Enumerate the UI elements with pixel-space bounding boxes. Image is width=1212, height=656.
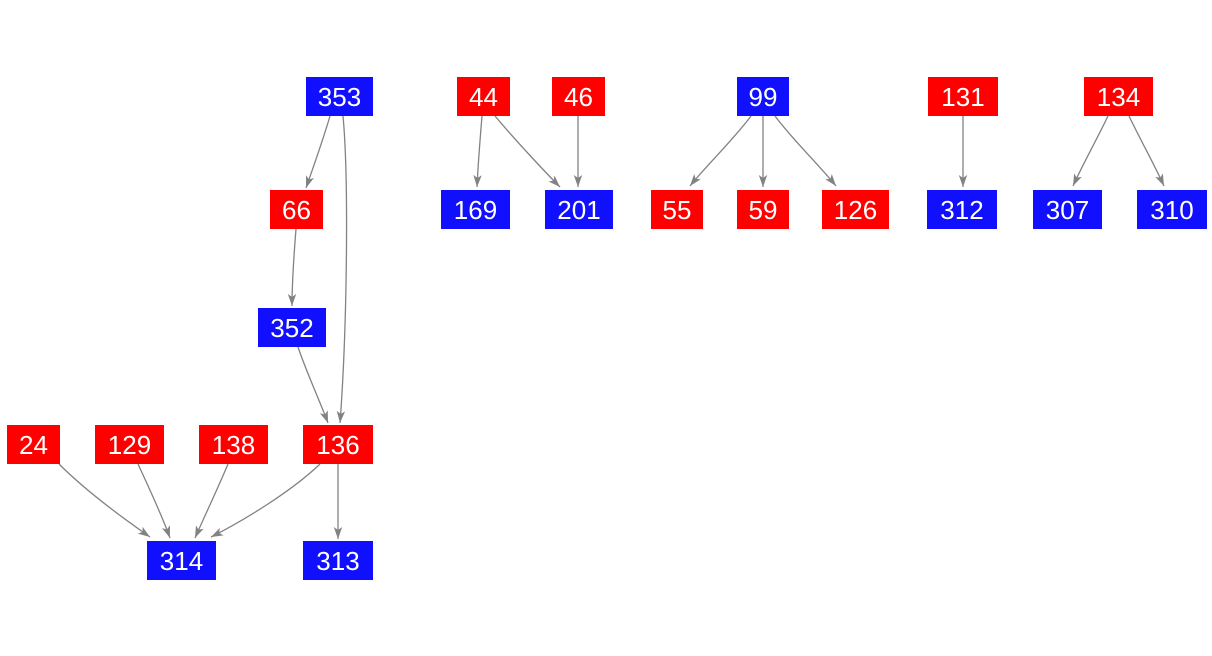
- edge-66-352: [287, 228, 297, 307]
- node-353-label: 353: [318, 82, 361, 112]
- node-310-label: 310: [1150, 195, 1193, 225]
- node-66-label: 66: [282, 195, 311, 225]
- node-352-label: 352: [270, 313, 313, 343]
- node-131-box: [928, 77, 998, 116]
- node-129-box: [95, 425, 164, 464]
- node-46-label: 46: [564, 82, 593, 112]
- node-307-label: 307: [1046, 195, 1089, 225]
- node-134-box: [1084, 77, 1153, 116]
- node-55: 55: [651, 190, 703, 229]
- node-44-box: [457, 77, 510, 116]
- node-201-box: [545, 190, 613, 229]
- node-314-box: [147, 541, 216, 580]
- node-55-box: [651, 190, 703, 229]
- node-313-label: 313: [316, 546, 359, 576]
- node-310-box: [1137, 190, 1207, 229]
- edge-134-310: [1128, 115, 1165, 187]
- edge-353-136: [336, 115, 348, 424]
- node-352-box: [258, 308, 326, 347]
- edge-136-314: [210, 463, 321, 538]
- node-24-label: 24: [19, 430, 48, 460]
- node-307-box: [1033, 190, 1102, 229]
- node-352: 352: [258, 308, 326, 347]
- node-307: 307: [1033, 190, 1102, 229]
- node-44-label: 44: [469, 82, 498, 112]
- node-313-box: [303, 541, 373, 580]
- node-99-label: 99: [749, 82, 778, 112]
- node-201: 201: [545, 190, 613, 229]
- node-59: 59: [737, 190, 789, 229]
- edge-353-66: [305, 115, 331, 189]
- node-136: 136: [303, 425, 373, 464]
- node-314-label: 314: [160, 546, 203, 576]
- edge-24-314: [58, 463, 151, 538]
- node-169-label: 169: [454, 195, 497, 225]
- node-99: 99: [737, 77, 789, 116]
- node-353: 353: [306, 77, 373, 116]
- node-131: 131: [928, 77, 998, 116]
- node-131-label: 131: [941, 82, 984, 112]
- node-44: 44: [457, 77, 510, 116]
- node-134-label: 134: [1097, 82, 1140, 112]
- node-24: 24: [7, 425, 60, 464]
- node-136-label: 136: [316, 430, 359, 460]
- edge-44-169: [473, 115, 483, 188]
- node-138-label: 138: [212, 430, 255, 460]
- node-129-label: 129: [108, 430, 151, 460]
- edge-99-55: [689, 115, 752, 187]
- node-353-box: [306, 77, 373, 116]
- node-312: 312: [927, 190, 997, 229]
- edge-99-126: [774, 115, 837, 187]
- node-136-box: [303, 425, 373, 464]
- node-46: 46: [552, 77, 605, 116]
- node-138: 138: [199, 425, 268, 464]
- edge-138-314: [194, 463, 229, 539]
- node-126-box: [822, 190, 889, 229]
- node-129: 129: [95, 425, 164, 464]
- node-134: 134: [1084, 77, 1153, 116]
- node-126-label: 126: [834, 195, 877, 225]
- node-169-box: [441, 190, 510, 229]
- node-169: 169: [441, 190, 510, 229]
- node-314: 314: [147, 541, 216, 580]
- node-55-label: 55: [663, 195, 692, 225]
- node-59-box: [737, 190, 789, 229]
- node-201-label: 201: [557, 195, 600, 225]
- node-99-box: [737, 77, 789, 116]
- node-24-box: [7, 425, 60, 464]
- node-46-box: [552, 77, 605, 116]
- node-66: 66: [270, 190, 323, 229]
- edge-129-314: [137, 463, 171, 539]
- node-312-label: 312: [940, 195, 983, 225]
- node-126: 126: [822, 190, 889, 229]
- edge-44-201: [494, 115, 561, 188]
- node-312-box: [927, 190, 997, 229]
- node-310: 310: [1137, 190, 1207, 229]
- node-138-box: [199, 425, 268, 464]
- node-66-box: [270, 190, 323, 229]
- node-313: 313: [303, 541, 373, 580]
- node-59-label: 59: [749, 195, 778, 225]
- edge-352-136: [297, 346, 329, 424]
- edge-134-307: [1072, 115, 1109, 187]
